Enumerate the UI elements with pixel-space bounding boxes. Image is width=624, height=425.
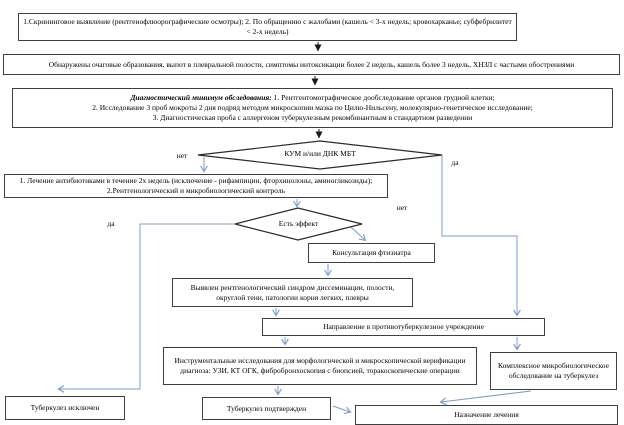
edge-label-effect-yes: да	[107, 219, 115, 228]
diag-min-line1: Диагностический минимум обследования: 1.…	[130, 93, 494, 103]
node-xray-syndrome: Выявлен рентгенологический синдром диссе…	[172, 278, 413, 307]
arrow-confirmed-to-treatment	[332, 405, 352, 415]
node-screening: 1.Скрининговое выявление (рентгенофлюоро…	[18, 13, 517, 41]
node-tb-confirmed: Туберкулез подтвержден	[202, 397, 331, 420]
diag-min-line2: 2. Исследование 3 проб мокроты 2 дня под…	[92, 103, 533, 113]
edge-label-kum-yes: да	[451, 158, 459, 167]
arrow-microcomplex-to-treatment	[439, 390, 532, 406]
edge-label-kum-no: нет	[176, 151, 188, 160]
node-instrumental-verification: Инструментальные исследования для морфол…	[163, 347, 477, 385]
diag-min-line3: 3. Диагностическая проба с аллергеном ту…	[152, 112, 473, 122]
decision-kum-label: КУМ и/или ДНК МБТ	[284, 149, 356, 158]
node-treatment-prescription: Назначение лечения	[355, 405, 618, 425]
decision-kum-diamond	[197, 140, 443, 170]
node-findings: Обнаружены очаговые образования, выпот в…	[3, 54, 620, 75]
node-tb-facility-referral: Направление в противотуберкулезное учреж…	[262, 318, 545, 336]
node-antibiotic-trial: 1. Лечение антибиотиками в течение 2х не…	[4, 174, 388, 198]
diag-min-line1-rest: 1. Рентгентомографическое дообследование…	[273, 93, 495, 103]
decision-effect-label: Есть эффект	[278, 219, 319, 228]
node-phthisiatrician-consult: Консультация фтизиатра	[308, 243, 435, 263]
diag-min-lead: Диагностический минимум обследования:	[130, 93, 272, 103]
decision-effect-diamond	[234, 207, 363, 241]
node-diagnostic-minimum: Диагностический минимум обследования: 1.…	[12, 88, 613, 128]
edge-label-effect-no: нет	[396, 203, 408, 212]
node-microbiological-workup: Комплексное микробиологическое обследова…	[490, 352, 617, 390]
arrow-effect-yes-to-excluded	[57, 223, 235, 393]
node-tb-excluded: Туберкулез исключен	[5, 396, 125, 420]
arrow-kum-yes-to-referral	[441, 155, 521, 317]
arrow-effect-no-to-phthisiatrician	[350, 226, 367, 242]
